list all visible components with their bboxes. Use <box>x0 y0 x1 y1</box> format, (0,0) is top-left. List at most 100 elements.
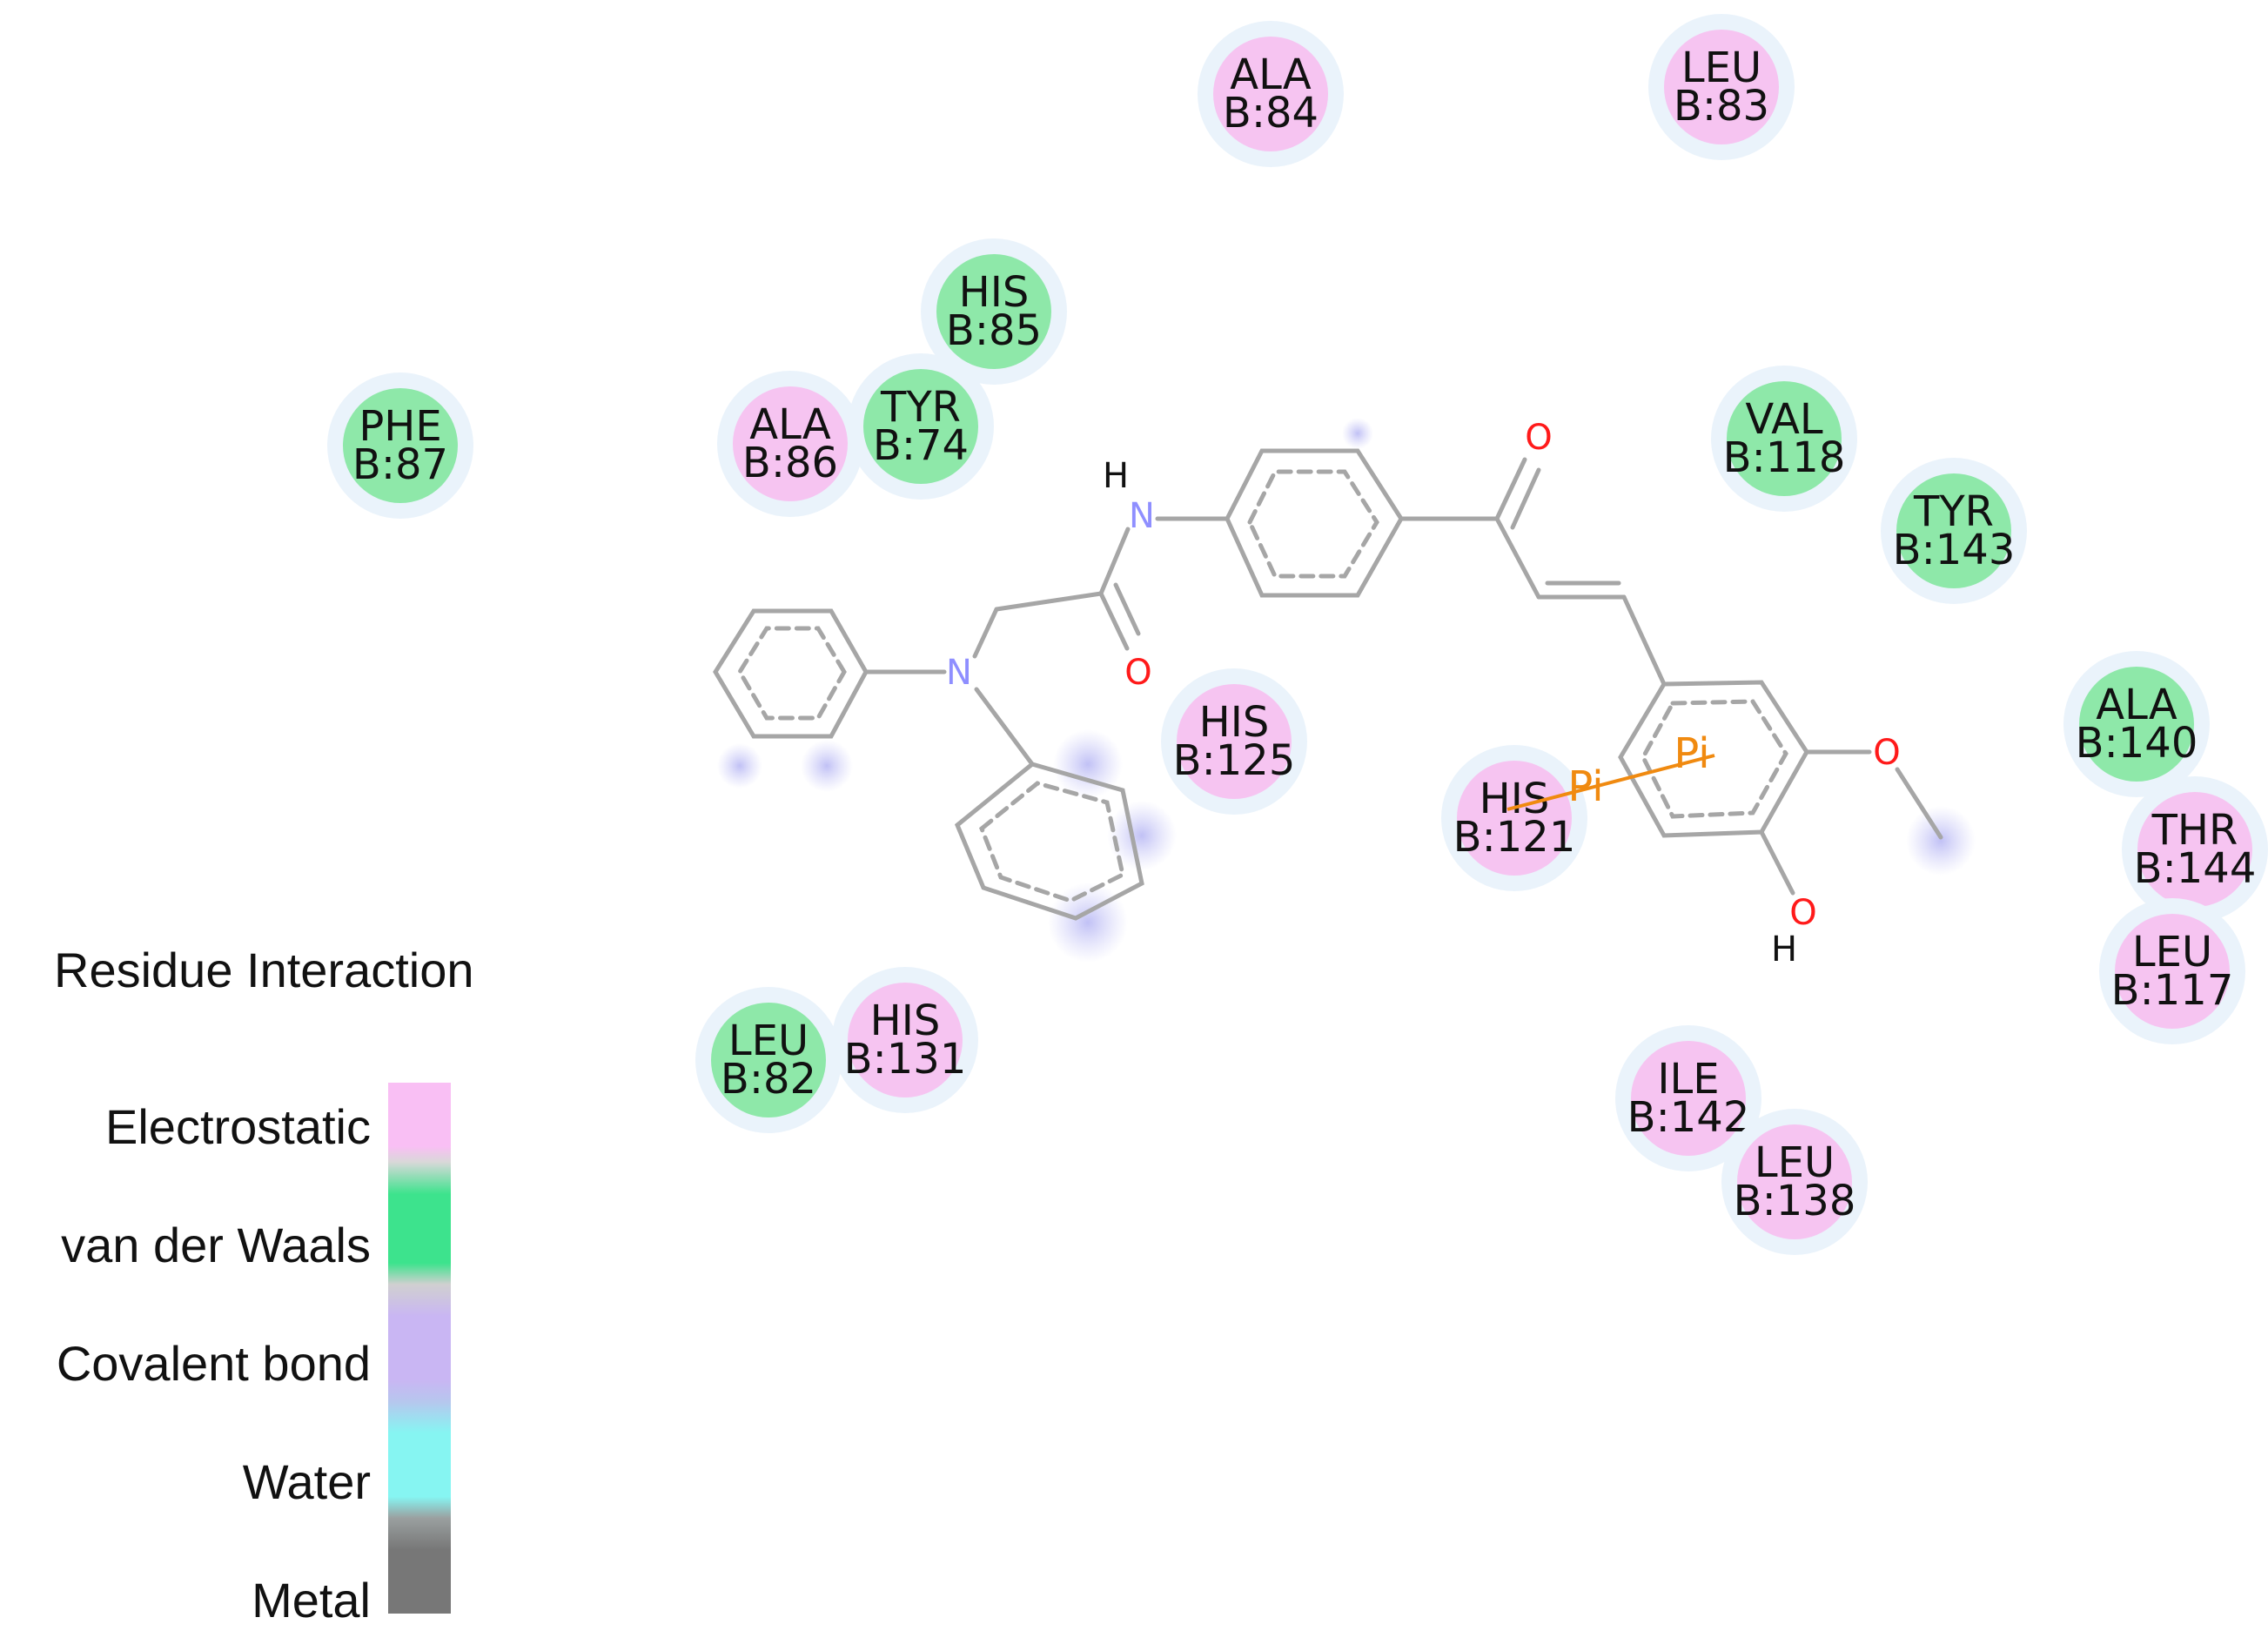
residue-disc <box>1737 1124 1852 1239</box>
atom-o: O <box>1525 418 1552 458</box>
bond <box>1759 829 1795 896</box>
residue-disc <box>936 254 1051 369</box>
residue-disc <box>1457 761 1572 876</box>
residue-name: ALA <box>1230 50 1312 99</box>
residue-id: B:144 <box>2134 844 2257 893</box>
residue-disc <box>1213 37 1328 151</box>
residue-disc <box>343 388 458 503</box>
residue-id: B:86 <box>742 439 838 487</box>
legend-title: Residue Interaction <box>54 943 474 997</box>
phenyl-ring-lower-aromatic <box>979 781 1125 903</box>
phenyl-ring-central-aromatic <box>1247 469 1379 579</box>
residue-disc <box>733 386 848 501</box>
residue-id: B:138 <box>1734 1177 1856 1225</box>
legend-label-covalent-bond: Covalent bond <box>56 1336 371 1391</box>
residue-name: HIS <box>1199 698 1270 747</box>
residue-id: B:121 <box>1453 813 1576 862</box>
atom-h: H <box>1771 930 1797 970</box>
residue-id: B:82 <box>721 1055 816 1104</box>
residue-id: B:74 <box>873 421 969 470</box>
legend-label-water: Water <box>242 1454 371 1509</box>
residue-name: LEU <box>728 1017 809 1065</box>
bond <box>1098 527 1131 596</box>
bond <box>972 607 999 659</box>
residue-disc <box>1664 30 1779 144</box>
legend-label-van-der-waals: van der Waals <box>61 1218 371 1272</box>
residue-id: B:143 <box>1893 526 2016 574</box>
residue-id: B:83 <box>1674 82 1769 131</box>
pi-interaction-line <box>1506 754 1715 811</box>
bond <box>974 687 1035 767</box>
pi-label: Pi <box>1674 729 1709 778</box>
legend-color-bar <box>388 1083 451 1614</box>
residue-name: TYR <box>880 383 961 432</box>
residue-disc <box>2079 667 2194 782</box>
residue-id: B:118 <box>1723 433 1846 482</box>
residue-disc <box>863 369 978 484</box>
residue-name: HIS <box>959 268 1030 317</box>
bond <box>1113 582 1141 636</box>
bond <box>1098 591 1130 651</box>
legend-label-electrostatic: Electrostatic <box>105 1099 371 1154</box>
residue-name: HIS <box>870 997 941 1045</box>
residue-disc <box>711 1003 826 1117</box>
residue-name: ALA <box>2096 681 2177 729</box>
residue-name: THR <box>2151 806 2238 855</box>
bond <box>1895 767 1943 840</box>
atom-n: N <box>1129 496 1155 536</box>
pi-interaction: Pi Pi <box>1506 729 1715 811</box>
residue-id: B:85 <box>946 306 1042 355</box>
atom-o: O <box>1124 653 1151 693</box>
atom-n: N <box>946 653 972 693</box>
residue-id: B:125 <box>1173 736 1296 785</box>
bond <box>1621 594 1667 687</box>
ligand-molecule <box>713 448 1943 921</box>
residue-id: B:117 <box>2111 966 2234 1015</box>
residue-disc <box>2115 914 2230 1029</box>
phenyl-ring-right-aromatic <box>1641 699 1788 819</box>
pi-label: Pi <box>1567 762 1603 811</box>
residue-disc <box>1177 684 1292 799</box>
residue-name: ALA <box>749 400 831 449</box>
atom-o: O <box>1873 733 1900 773</box>
residue-id: B:140 <box>2076 719 2198 768</box>
bond <box>994 591 1104 612</box>
phenyl-ring-left-aromatic <box>737 626 847 721</box>
atom-glows <box>717 418 1976 963</box>
residue-id: B:87 <box>352 440 448 489</box>
residue-name: HIS <box>1480 775 1550 823</box>
legend-label-metal: Metal <box>252 1573 371 1628</box>
atom-h: H <box>1103 456 1129 496</box>
residue-id: B:142 <box>1627 1093 1750 1142</box>
phenyl-ring-left <box>713 608 869 739</box>
residue-name: ILE <box>1657 1055 1719 1104</box>
residue-id: B:131 <box>844 1035 967 1084</box>
residue-disc <box>2137 792 2252 907</box>
residue-name: TYR <box>1913 487 1994 536</box>
residue-disc <box>1631 1041 1746 1156</box>
residue-name: PHE <box>359 402 441 451</box>
residue-layer: ALAB:84LEUB:83HISB:85PHEB:87ALAB:86TYRB:… <box>327 14 2268 1255</box>
atom-o: O <box>1789 893 1816 933</box>
residue-disc <box>1896 473 2011 588</box>
bond <box>1494 516 1541 600</box>
bond <box>1494 457 1527 521</box>
